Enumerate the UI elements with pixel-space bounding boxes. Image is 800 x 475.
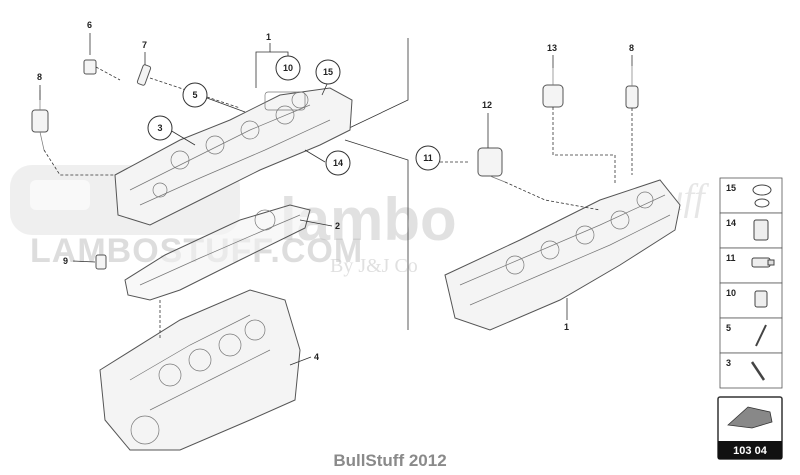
legend-item-3: 3 xyxy=(719,352,783,389)
book-arrow-icon xyxy=(727,406,773,429)
svg-text:5: 5 xyxy=(192,90,197,100)
sleeve-icon xyxy=(753,219,769,241)
sensor-8-right xyxy=(625,66,639,109)
footer-credit: BullStuff 2012 xyxy=(333,451,446,470)
bolt-icon xyxy=(751,257,771,268)
callout-11-circle: 11 xyxy=(415,145,441,171)
svg-text:14: 14 xyxy=(333,158,343,168)
divider-line-lower xyxy=(344,139,409,330)
callout-1-top: 1 xyxy=(266,32,271,42)
svg-text:10: 10 xyxy=(283,63,293,73)
legend-item-14: 14 xyxy=(719,212,783,249)
watermark-byline: By J&J Co xyxy=(330,255,418,277)
plug-6 xyxy=(83,59,97,75)
gasket xyxy=(124,204,311,301)
legend-item-5: 5 xyxy=(719,317,783,354)
solenoid-12 xyxy=(477,147,506,183)
cylinder-head-right xyxy=(444,179,681,331)
callout-3-circle: 3 xyxy=(147,115,173,141)
legend-panel: 15 14 11 10 5 3 xyxy=(719,177,783,389)
divider-line xyxy=(344,38,409,131)
callout-7: 7 xyxy=(142,40,147,50)
svg-text:15: 15 xyxy=(726,183,736,193)
plug-9 xyxy=(95,254,107,270)
callout-2: 2 xyxy=(335,221,340,231)
bolt-7 xyxy=(136,64,152,86)
svg-text:15: 15 xyxy=(323,67,333,77)
reference-box: 103 04 xyxy=(717,396,783,460)
cylinder-head-left xyxy=(114,87,353,226)
callout-10-circle: 10 xyxy=(275,55,301,81)
callout-8-right: 8 xyxy=(629,43,634,53)
pin-icon xyxy=(755,324,767,347)
callout-14-circle: 14 xyxy=(325,150,351,176)
svg-text:14: 14 xyxy=(726,218,736,228)
legend-item-10: 10 xyxy=(719,282,783,319)
watermark-car-window xyxy=(30,180,90,210)
engine-block xyxy=(99,289,301,451)
svg-text:10: 10 xyxy=(726,288,736,298)
callout-13: 13 xyxy=(547,43,557,53)
callout-15-circle: 15 xyxy=(315,59,341,85)
legend-item-11: 11 xyxy=(719,247,783,284)
callout-9: 9 xyxy=(63,256,68,266)
sensor-13 xyxy=(542,68,564,108)
callout-4: 4 xyxy=(314,352,319,362)
svg-text:11: 11 xyxy=(423,153,433,163)
svg-text:11: 11 xyxy=(726,253,736,263)
callout-8-left: 8 xyxy=(37,72,42,82)
o-ring-icon xyxy=(752,184,772,196)
watermark-brand: lambo xyxy=(280,186,457,253)
svg-text:3: 3 xyxy=(157,123,162,133)
svg-text:3: 3 xyxy=(726,358,731,368)
callout-12: 12 xyxy=(482,100,492,110)
svg-text:5: 5 xyxy=(726,323,731,333)
screw-icon xyxy=(750,361,766,381)
callout-6: 6 xyxy=(87,20,92,30)
callout-5-circle: 5 xyxy=(182,82,208,108)
legend-item-15: 15 xyxy=(719,177,783,214)
plug-icon xyxy=(754,290,768,308)
callout-1-right: 1 xyxy=(564,322,569,332)
reference-code: 103 04 xyxy=(733,445,768,457)
